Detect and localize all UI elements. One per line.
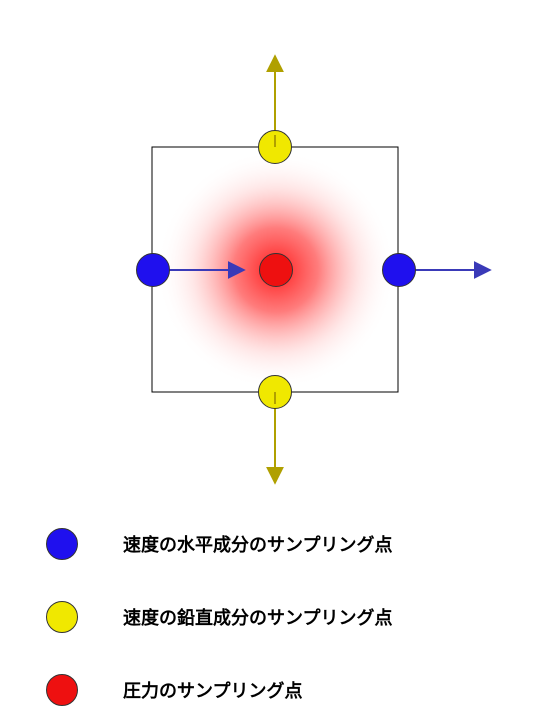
legend-label-pressure: 圧力のサンプリング点 [123, 681, 303, 702]
staggered-grid-diagram [136, 54, 492, 485]
yellow-circle-icon [46, 601, 78, 633]
legend-item-vertical-velocity: 速度の鉛直成分のサンプリング点 [46, 599, 392, 635]
legend-label-vertical-velocity: 速度の鉛直成分のサンプリング点 [123, 608, 393, 629]
blue-circle-icon [46, 528, 78, 560]
pressure-point-center [259, 253, 293, 287]
red-circle-icon [46, 674, 78, 706]
legend-item-pressure: 圧力のサンプリング点 [46, 672, 302, 708]
legend-label-horizontal-velocity: 速度の水平成分のサンプリング点 [123, 535, 393, 556]
legend-item-horizontal-velocity: 速度の水平成分のサンプリング点 [46, 526, 392, 562]
horizontal-velocity-point-right [382, 253, 416, 287]
horizontal-velocity-point-left [136, 253, 170, 287]
